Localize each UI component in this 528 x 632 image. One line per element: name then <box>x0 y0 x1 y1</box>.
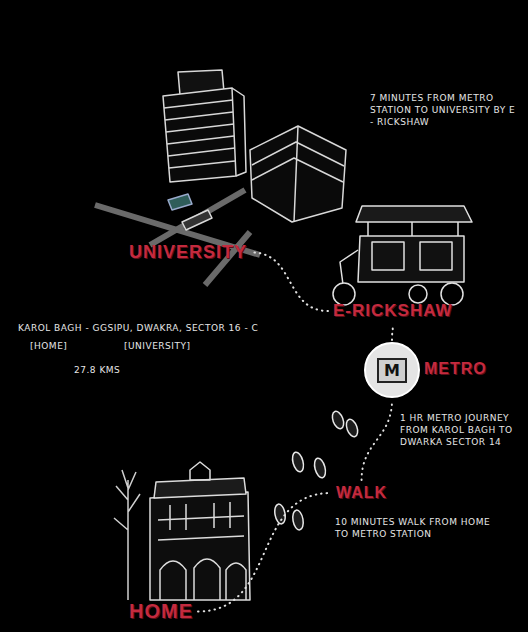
dotted-route <box>198 493 331 612</box>
home-sketch <box>114 462 250 600</box>
footprints <box>273 410 359 531</box>
route-summary: KAROL BAGH - GGSIPU, DWAKRA, SECTOR 16 -… <box>18 322 318 334</box>
route-note: 10 MINUTES WALK FROM HOME TO METRO STATI… <box>335 516 495 540</box>
place-label: HOME <box>129 600 193 623</box>
place-label: UNIVERSITY <box>126 240 250 265</box>
metro-circle: MMETRO <box>364 342 420 398</box>
place-label: E-RICKSHAW <box>333 301 453 321</box>
place-label: UNIVERSITY <box>129 242 247 263</box>
place-label: WALK <box>336 484 387 502</box>
e-rickshaw-sketch <box>333 206 472 305</box>
route-note: 7 MINUTES FROM METRO STATION TO UNIVERSI… <box>370 92 520 128</box>
distance-note: 27.8 KMS <box>74 364 154 376</box>
university-buildings <box>95 70 346 285</box>
metro-symbol: M <box>377 358 407 383</box>
dotted-route <box>252 253 328 312</box>
place-label: HOME <box>126 598 196 625</box>
endpoint-note: [UNIVERSITY] <box>124 340 214 352</box>
route-note: 1 HR METRO JOURNEY FROM KAROL BAGH TO DW… <box>400 412 524 448</box>
dotted-route <box>391 325 394 340</box>
place-label: WALK <box>333 482 390 504</box>
dotted-route <box>362 400 392 480</box>
endpoint-note: [HOME] <box>30 340 90 352</box>
place-label: METRO <box>424 360 487 378</box>
place-label: E-RICKSHAW <box>330 299 456 323</box>
